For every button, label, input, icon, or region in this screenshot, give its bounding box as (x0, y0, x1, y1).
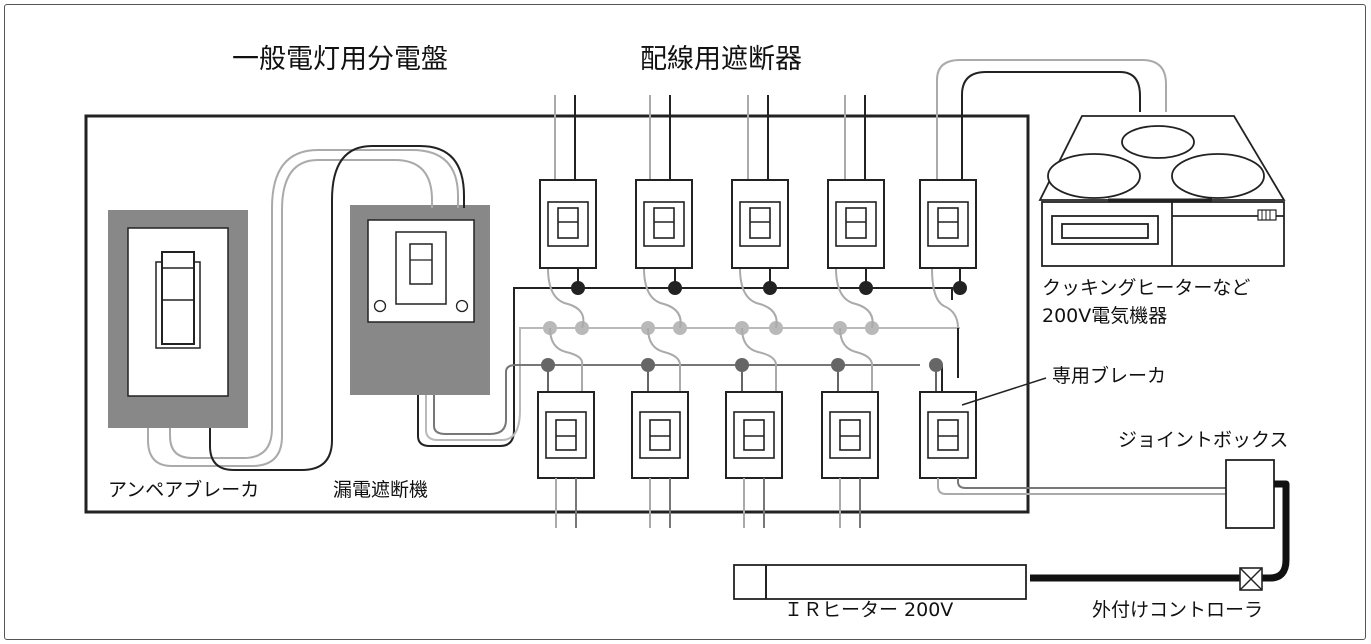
breakers-bottom-row (537, 391, 977, 479)
panel-title: 一般電灯用分電盤 (232, 44, 448, 75)
breaker-bottom-2 (631, 391, 689, 479)
leakage-output-wires (417, 287, 962, 447)
leakage-breaker (350, 205, 490, 395)
breakers-top-row (539, 179, 977, 269)
breaker-top-1 (539, 179, 597, 269)
breakers-title: 配線用遮断器 (640, 44, 802, 75)
breaker-top-3 (731, 179, 789, 269)
breaker-top-5 (919, 179, 977, 269)
diagram-frame (4, 4, 1366, 640)
appliance-cable (936, 59, 1167, 182)
breaker-bottom-1 (537, 391, 595, 479)
ampere-breaker (108, 210, 248, 428)
main-feed-wires (147, 145, 465, 471)
breaker-top-4 (827, 179, 885, 269)
ampere-breaker-label: アンペアブレーカ (108, 479, 260, 501)
leakage-breaker-label: 漏電遮断機 (333, 479, 429, 501)
ir-heater (733, 564, 1027, 600)
branch-connections (547, 267, 961, 392)
ir-heater-label: ＩＲヒーター 200V (784, 599, 954, 621)
appliance-label-line2: 200V電気機器 (1042, 305, 1168, 327)
appliance-label-line1: クッキングヒーターなど (1042, 277, 1251, 299)
dedicated-breaker (919, 391, 977, 479)
cooking-heater (1038, 115, 1286, 267)
heater-cable (1030, 480, 1290, 582)
junction-box (1225, 459, 1275, 529)
breaker-bottom-3 (725, 391, 783, 479)
dedicated-breaker-label: 専用ブレーカ (1052, 365, 1167, 387)
junction-box-label: ジョイントボックス (1118, 429, 1289, 451)
breaker-bottom-4 (821, 391, 879, 479)
breaker-top-wires (554, 95, 866, 180)
breaker-bottom-wires (555, 478, 861, 528)
external-controller-label: 外付けコントローラ (1092, 599, 1264, 621)
breaker-top-2 (635, 179, 693, 269)
dedicated-breaker-leader (961, 377, 1047, 406)
dedicated-cable (937, 478, 1226, 495)
external-controller (1239, 567, 1263, 591)
